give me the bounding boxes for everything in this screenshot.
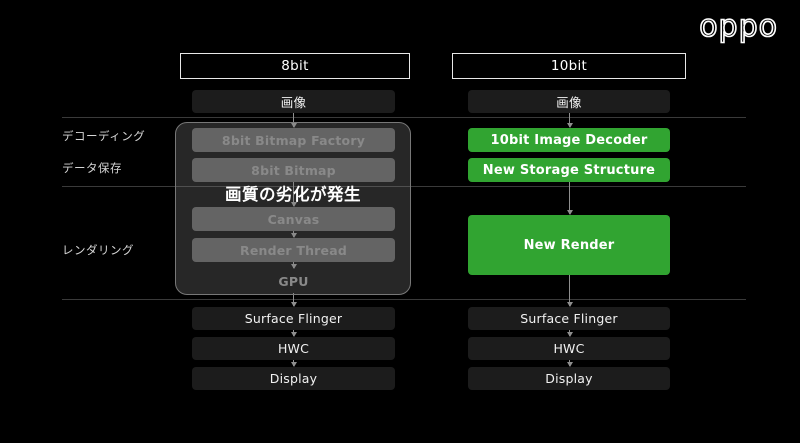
node-image-8bit: 画像 (192, 90, 395, 113)
column-header-10bit: 10bit (452, 53, 686, 79)
column-header-8bit: 8bit (180, 53, 410, 79)
degradation-overlay-panel (175, 122, 411, 295)
arrow-storage-to-canvas-8bit (290, 182, 297, 207)
node-canvas-8bit: Canvas (192, 207, 395, 231)
node-bitmap-8bit: 8bit Bitmap (192, 158, 395, 182)
node-image-10bit: 画像 (468, 90, 670, 113)
divider-storage-bottom (62, 186, 746, 187)
node-bitmap-factory-8bit: 8bit Bitmap Factory (192, 128, 395, 152)
arrow-thread-to-gpu-8bit (290, 262, 297, 269)
arrow-hwc-to-display-10bit (566, 360, 573, 367)
arrow-storage-to-render-10bit (566, 182, 573, 215)
arrow-surfaceflinger-to-hwc-10bit (566, 330, 573, 337)
arrow-render-to-surfaceflinger-10bit (566, 275, 573, 307)
node-new-render-10bit: New Render (468, 215, 670, 275)
node-surface-flinger-8bit: Surface Flinger (192, 307, 395, 330)
arrow-surfaceflinger-to-hwc-8bit (290, 330, 297, 337)
node-render-thread-8bit: Render Thread (192, 238, 395, 262)
divider-rendering-bottom (62, 299, 746, 300)
column-8bit: 8bit 画像 8bit Bitmap Factory 8bit Bitmap … (180, 0, 410, 443)
node-display-10bit: Display (468, 367, 670, 390)
arrow-gpu-to-surfaceflinger-8bit (290, 293, 297, 307)
node-image-decoder-10bit: 10bit Image Decoder (468, 128, 670, 152)
node-storage-structure-10bit: New Storage Structure (468, 158, 670, 182)
arrow-canvas-to-thread-8bit (290, 231, 297, 238)
arrow-image-to-decode-8bit (290, 113, 297, 128)
oppo-logo: oppo (698, 9, 778, 44)
row-label-rendering: レンダリング (62, 243, 134, 257)
arrow-hwc-to-display-8bit (290, 360, 297, 367)
row-label-storage: データ保存 (62, 161, 122, 175)
row-label-decoding: デコーディング (62, 129, 146, 143)
divider-decoding-top (62, 117, 746, 118)
node-surface-flinger-10bit: Surface Flinger (468, 307, 670, 330)
degradation-overlay-caption: 画質の劣化が発生 (225, 185, 361, 204)
node-gpu-8bit: GPU (278, 273, 309, 289)
node-hwc-8bit: HWC (192, 337, 395, 360)
node-hwc-10bit: HWC (468, 337, 670, 360)
node-display-8bit: Display (192, 367, 395, 390)
arrow-image-to-decode-10bit (566, 113, 573, 128)
column-10bit: 10bit 画像 10bit Image Decoder New Storage… (452, 0, 686, 443)
